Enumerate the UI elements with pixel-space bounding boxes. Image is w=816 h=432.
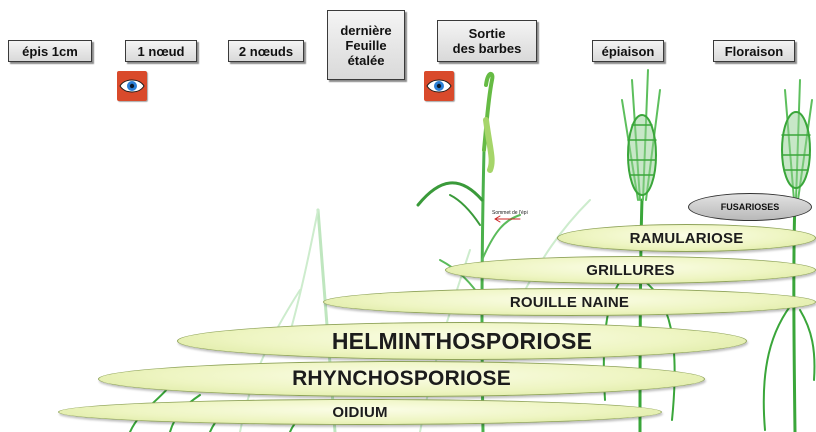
disease-ramulariose: RAMULARIOSE xyxy=(557,224,816,252)
disease-grillures: GRILLURES xyxy=(445,256,816,284)
disease-helminthosporiose: HELMINTHOSPORIOSE xyxy=(177,322,747,360)
stage-label-epis: épis 1cm xyxy=(8,40,92,62)
stage-label-derniere-feuille: dernière Feuille étalée xyxy=(327,10,405,80)
disease-oidium: OIDIUM xyxy=(58,399,662,425)
eye-icon xyxy=(117,71,147,101)
disease-fusarioses: FUSARIOSES xyxy=(688,193,812,221)
annotation-sommet-epi: Sommet de l'épi xyxy=(492,210,528,216)
disease-rhynchosporiose: RHYNCHOSPORIOSE xyxy=(98,361,705,397)
stage-label-floraison: Floraison xyxy=(713,40,795,62)
stage-label-2-noeuds: 2 nœuds xyxy=(228,40,304,62)
stage-label-sortie-barbes: Sortie des barbes xyxy=(437,20,537,62)
disease-rouille-naine: ROUILLE NAINE xyxy=(323,288,816,316)
stage-label-1-noeud: 1 nœud xyxy=(125,40,197,62)
eye-icon xyxy=(424,71,454,101)
stage-label-epiaison: épiaison xyxy=(592,40,664,62)
